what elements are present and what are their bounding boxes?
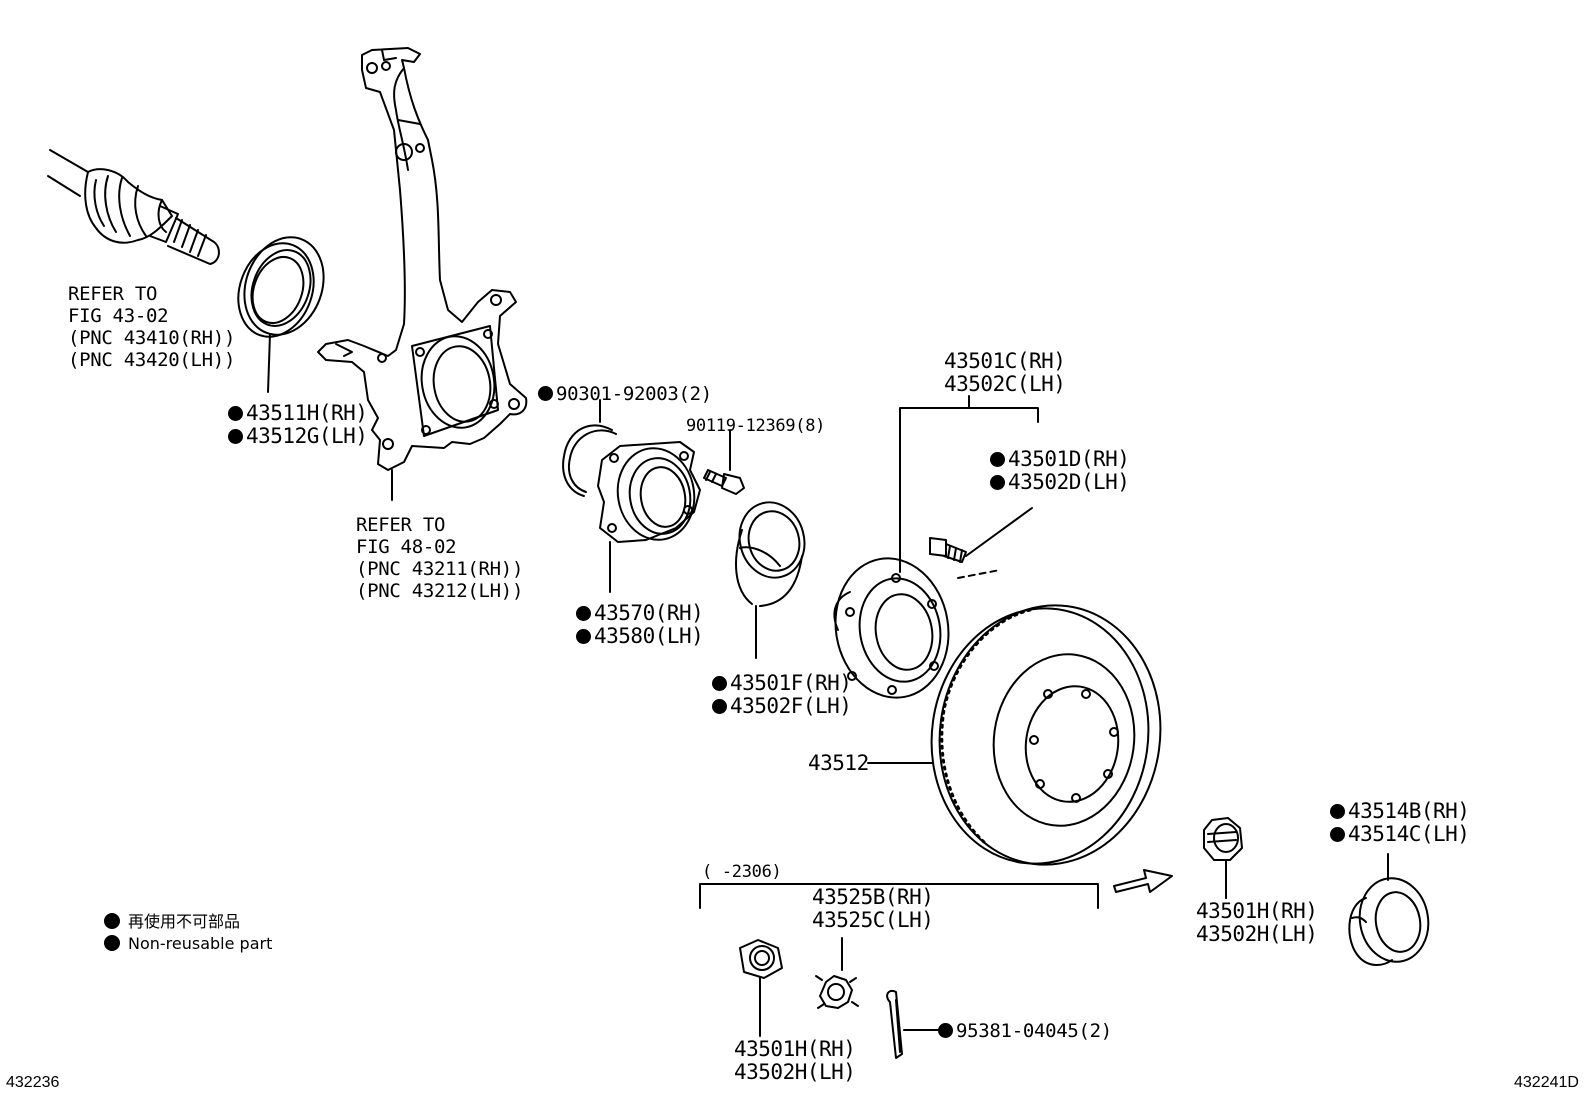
snap-ring-illustration — [562, 399, 617, 497]
legend-english: Non-reusable part — [104, 934, 272, 953]
knuckle-ref-line-3: (PNC 43211(RH)) — [356, 558, 524, 580]
hub-assembly-illustration — [833, 409, 950, 699]
cotter-pin-illustration — [886, 990, 943, 1059]
non-reusable-dot-icon — [538, 386, 553, 401]
non-reusable-dot-icon — [712, 676, 727, 691]
date-range-label: ( -2306) — [702, 862, 782, 882]
bolt-label: 90119-12369(8) — [686, 416, 826, 436]
hub-seal-label: 43501F(RH) 43502F(LH) — [712, 672, 852, 718]
hub-bearing-illustration — [597, 441, 701, 593]
non-reusable-dot-icon — [990, 475, 1005, 490]
steering-knuckle-illustration — [317, 47, 528, 501]
lower-nut-illustration — [739, 939, 783, 1037]
non-reusable-dot-icon — [576, 629, 591, 644]
brake-disc-illustration — [867, 604, 1162, 866]
non-reusable-dot-icon — [938, 1023, 953, 1038]
direction-arrow — [1113, 869, 1173, 893]
drive-shaft-ref-line-3: (PNC 43410(RH)) — [68, 327, 236, 349]
drive-shaft-ref-line-4: (PNC 43420(LH)) — [68, 349, 236, 371]
non-reusable-dot-icon — [1330, 804, 1345, 819]
lock-washer-illustration — [815, 937, 859, 1009]
lower-nut-label: 43501H(RH) 43502H(LH) — [734, 1037, 856, 1084]
drive-shaft-ref-line-2: FIG 43-02 — [68, 305, 169, 327]
non-reusable-dot-icon — [576, 606, 591, 621]
hub-bolt-illustration — [929, 507, 1033, 579]
non-reusable-dot-icon — [228, 429, 243, 444]
oil-seal-rh: 43511H(RH) — [228, 402, 368, 425]
hub-bearing-label: 43570(RH) 43580(LH) — [576, 602, 704, 648]
non-reusable-dot-icon — [104, 935, 120, 951]
lock-nut-set-label: 43525B(RH) 43525C(LH) — [812, 885, 934, 932]
bolt-illustration — [703, 429, 745, 495]
disc-label: 43512 — [808, 751, 869, 775]
right-nut-illustration — [1203, 817, 1243, 899]
non-reusable-dot-icon — [712, 699, 727, 714]
snap-ring-label: 90301-92003(2) — [538, 383, 712, 405]
hub-bolt-label: 43501D(RH) 43502D(LH) — [990, 448, 1130, 494]
knuckle-reference: REFER TO FIG 48-02 (PNC 43211(RH)) (PNC … — [356, 514, 523, 602]
hub-seal-illustration — [735, 501, 806, 659]
figure-code-right: 432241D — [1514, 1074, 1579, 1091]
oil-seal-illustration — [237, 236, 325, 393]
right-nut-label: 43501H(RH) 43502H(LH) — [1196, 899, 1318, 946]
non-reusable-dot-icon — [990, 452, 1005, 467]
lock-nut-set-bracket — [699, 883, 1099, 909]
legend-japanese: 再使用不可部品 — [104, 908, 240, 932]
non-reusable-dot-icon — [1330, 827, 1345, 842]
hub-assy-bracket — [899, 395, 1039, 423]
grease-cap-illustration — [1348, 853, 1430, 966]
oil-seal-label: 43511H(RH) 43512G(LH) — [228, 402, 368, 448]
oil-seal-lh: 43512G(LH) — [228, 425, 368, 448]
figure-code-left: 432236 — [6, 1074, 60, 1091]
knuckle-ref-line-4: (PNC 43212(LH)) — [356, 580, 524, 602]
drive-shaft-ref-line-1: REFER TO — [68, 283, 158, 305]
drive-shaft-illustration — [47, 149, 220, 265]
non-reusable-dot-icon — [104, 913, 120, 929]
knuckle-ref-line-2: FIG 48-02 — [356, 536, 457, 558]
hub-assy-label: 43501C(RH) 43502C(LH) — [944, 349, 1066, 396]
drive-shaft-reference: REFER TO FIG 43-02 (PNC 43410(RH)) (PNC … — [68, 283, 235, 371]
non-reusable-dot-icon — [228, 406, 243, 421]
cotter-pin-label: 95381-04045(2) — [938, 1020, 1112, 1042]
grease-cap-label: 43514B(RH) 43514C(LH) — [1330, 800, 1470, 846]
knuckle-ref-line-1: REFER TO — [356, 514, 446, 536]
